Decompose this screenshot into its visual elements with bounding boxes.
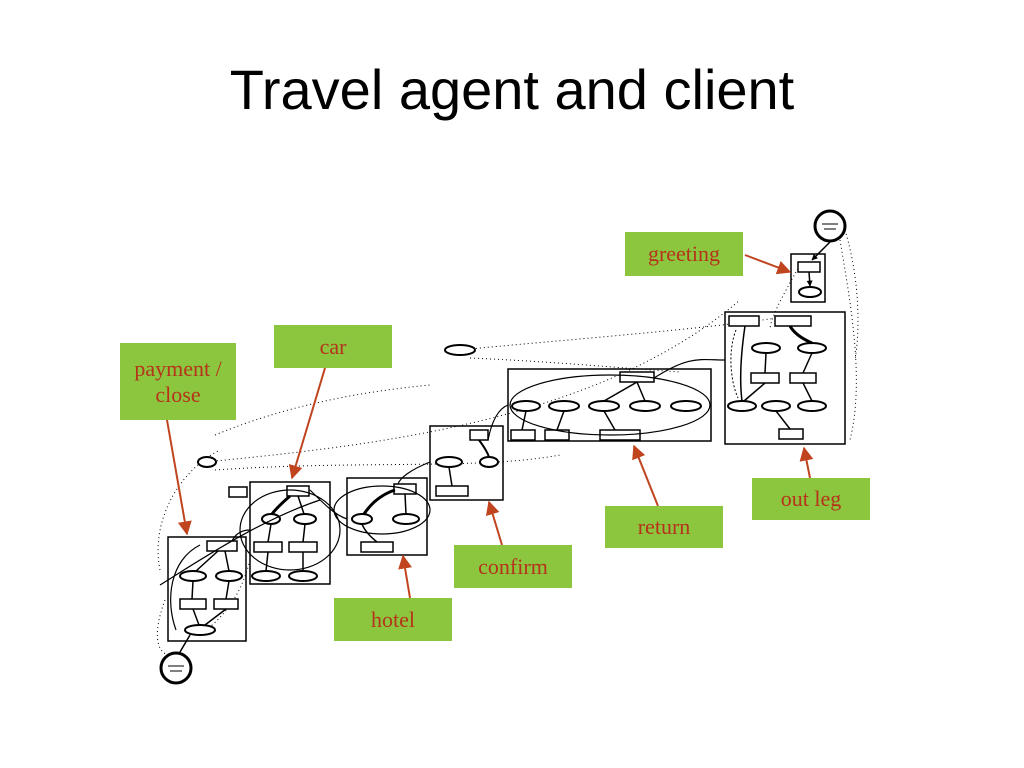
callout-hotel: hotel xyxy=(334,598,452,641)
block-connectors xyxy=(159,358,726,631)
car-block xyxy=(239,481,341,585)
slide-title: Travel agent and client xyxy=(229,58,795,121)
callout-arrows xyxy=(166,254,814,599)
confirm-block xyxy=(429,425,504,501)
callout-car: car xyxy=(274,325,392,368)
callout-return: return xyxy=(605,506,723,548)
start-state xyxy=(813,209,847,243)
greeting-block xyxy=(790,241,831,303)
end-state xyxy=(159,651,193,685)
isolated-node-left xyxy=(197,344,476,498)
out-leg-block xyxy=(724,311,846,445)
callout-greeting: greeting xyxy=(625,232,743,276)
callout-out-leg: out leg xyxy=(752,478,870,520)
hotel-block xyxy=(333,477,431,556)
return-block xyxy=(507,368,712,442)
dotted-transitions xyxy=(156,229,859,656)
callout-payment-close: payment / close xyxy=(120,343,236,420)
payment-block xyxy=(167,536,247,653)
callout-confirm: confirm xyxy=(454,545,572,588)
